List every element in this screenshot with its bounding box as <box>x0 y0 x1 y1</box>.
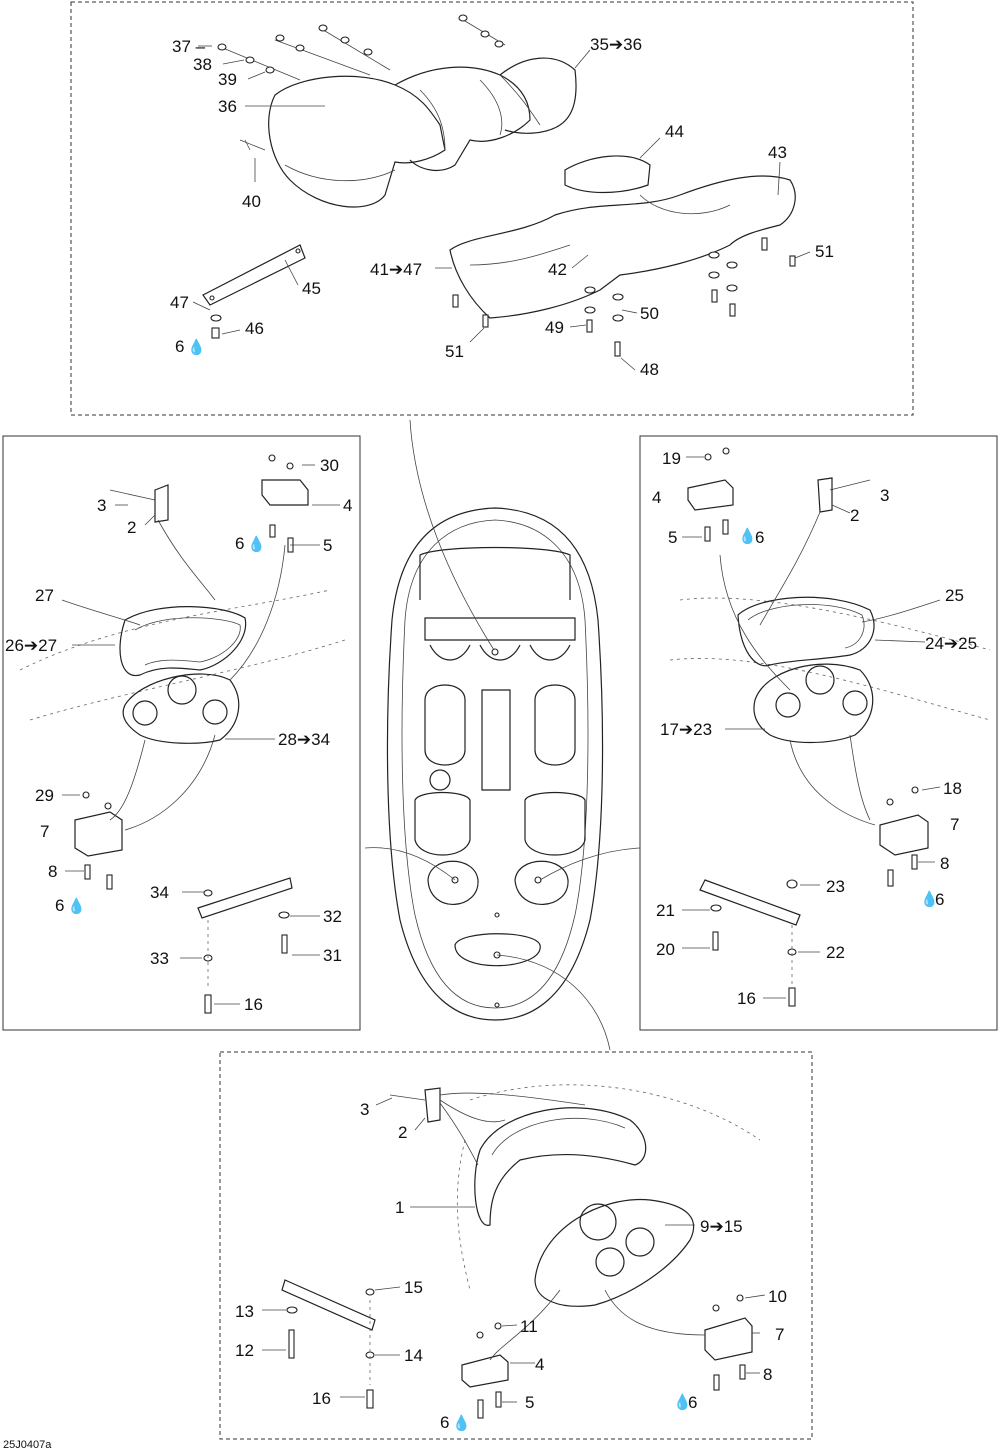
callout-33: 33 <box>150 949 169 968</box>
callout-6: 6 <box>755 528 764 547</box>
callout-6: 6 <box>235 534 244 553</box>
drop-icon: 💧 <box>247 535 266 553</box>
callout-8: 8 <box>940 854 949 873</box>
left-storage-frame <box>2 435 361 1031</box>
callout-48: 48 <box>640 360 659 379</box>
callout-5: 5 <box>525 1393 534 1412</box>
callout-23: 23 <box>826 877 845 896</box>
callout-15: 15 <box>404 1278 423 1297</box>
right-leader-lines <box>682 456 941 999</box>
drop-icon: 💧 <box>673 1393 692 1411</box>
hull-top-view <box>386 507 604 1021</box>
callout-16: 16 <box>244 995 263 1014</box>
callout-7: 7 <box>775 1325 784 1344</box>
rear-storage-assembly <box>281 1084 761 1419</box>
callout-51: 51 <box>445 342 464 361</box>
callout-51: 51 <box>815 242 834 261</box>
callout-6: 6 <box>935 890 944 909</box>
callout-4: 4 <box>652 488 661 507</box>
rear-leader-lines <box>262 1097 766 1403</box>
callout-8: 8 <box>763 1365 772 1384</box>
callout-24-25: 24➔25 <box>925 634 977 653</box>
callout-42: 42 <box>548 260 567 279</box>
callout-19: 19 <box>662 449 681 468</box>
callout-25: 25 <box>945 586 964 605</box>
callout-47: 47 <box>170 293 189 312</box>
callout-17-23: 17➔23 <box>660 720 712 739</box>
callout-32: 32 <box>323 907 342 926</box>
callout-34: 34 <box>150 883 169 902</box>
callout-2: 2 <box>398 1123 407 1142</box>
callout-7: 7 <box>40 822 49 841</box>
callout-39: 39 <box>218 70 237 89</box>
right-storage-assembly <box>669 447 991 1007</box>
callout-35-36: 35➔36 <box>590 35 642 54</box>
drop-icon: 💧 <box>452 1414 471 1432</box>
callout-1: 1 <box>395 1198 404 1217</box>
callout-36: 36 <box>218 97 237 116</box>
callout-6: 6 <box>688 1393 697 1412</box>
callout-3: 3 <box>360 1100 369 1119</box>
callout-4: 4 <box>535 1355 544 1374</box>
callout-2: 2 <box>127 518 136 537</box>
callout-8: 8 <box>48 862 57 881</box>
callout-7: 7 <box>950 815 959 834</box>
figure-reference: 25J0407a <box>3 1439 52 1451</box>
callout-49: 49 <box>545 318 564 337</box>
callout-28-34: 28➔34 <box>278 730 330 749</box>
callout-9-15: 9➔15 <box>700 1217 743 1236</box>
callout-12: 12 <box>235 1341 254 1360</box>
rear-storage-frame <box>219 1051 813 1440</box>
hull-leader-lines <box>364 419 641 1051</box>
callout-6: 6 <box>55 896 64 915</box>
front-seat-assembly <box>268 57 577 208</box>
callout-44: 44 <box>665 122 684 141</box>
callout-labels: 37 – 38 39 36 40 35➔36 44 43 41➔47 42 51… <box>3 35 977 1451</box>
callout-31: 31 <box>323 946 342 965</box>
callout-10: 10 <box>768 1287 787 1306</box>
callout-38: 38 <box>193 55 212 74</box>
drop-icon: 💧 <box>738 527 757 545</box>
callout-29: 29 <box>35 786 54 805</box>
callout-40: 40 <box>242 192 261 211</box>
callout-6: 6 <box>440 1413 449 1432</box>
callout-43: 43 <box>768 143 787 162</box>
callout-45: 45 <box>302 279 321 298</box>
drop-icon: 💧 <box>67 897 86 915</box>
right-storage-frame <box>639 435 998 1031</box>
callout-14: 14 <box>404 1346 423 1365</box>
callout-30: 30 <box>320 456 339 475</box>
rear-seat-assembly <box>449 155 796 319</box>
seat-leader-lines <box>192 45 811 371</box>
left-storage-assembly <box>19 454 346 1014</box>
callout-5: 5 <box>668 528 677 547</box>
drop-icon: 💧 <box>920 890 939 908</box>
callout-3: 3 <box>97 496 106 515</box>
callout-50: 50 <box>640 304 659 323</box>
callout-37: 37 – <box>172 37 206 56</box>
callout-21: 21 <box>656 901 675 920</box>
callout-16: 16 <box>737 989 756 1008</box>
seat-group-frame <box>70 1 914 416</box>
callout-41-47: 41➔47 <box>370 260 422 279</box>
grab-handle <box>202 244 306 306</box>
callout-13: 13 <box>235 1302 254 1321</box>
callout-26-27: 26➔27 <box>5 636 57 655</box>
drop-icon: 💧 <box>187 338 206 356</box>
callout-27: 27 <box>35 586 54 605</box>
callout-11: 11 <box>520 1317 538 1336</box>
callout-22: 22 <box>826 943 845 962</box>
left-leader-lines <box>61 464 340 1005</box>
callout-6: 6 <box>175 337 184 356</box>
callout-16: 16 <box>312 1389 331 1408</box>
callout-5: 5 <box>323 536 332 555</box>
callout-20: 20 <box>656 940 675 959</box>
callout-3: 3 <box>880 486 889 505</box>
seat-hardware <box>210 14 796 357</box>
callout-18: 18 <box>943 779 962 798</box>
callout-2: 2 <box>850 506 859 525</box>
callout-46: 46 <box>245 319 264 338</box>
callout-4: 4 <box>343 496 352 515</box>
